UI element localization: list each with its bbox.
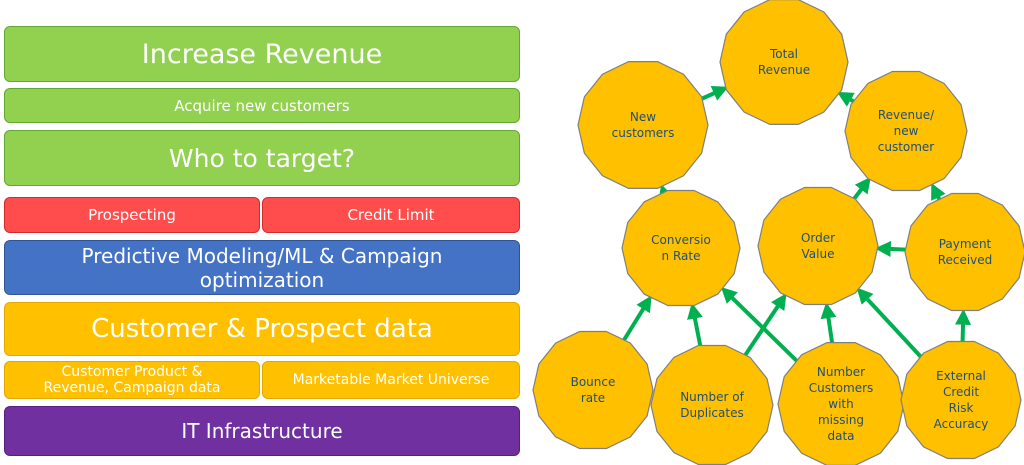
customer-prospect-data-layer: Customer & Prospect data [4, 302, 520, 356]
payment-received-label-line-2: Received [938, 253, 993, 267]
arrow-payment-received-to-order-value [874, 240, 910, 257]
arrow-number-of-duplicates-to-conversion-rate [687, 302, 703, 350]
arrow-number-customers-missing-data-to-conversion-rate [720, 286, 801, 365]
external-credit-risk-accuracy-label-line-2: Credit [943, 385, 979, 399]
credit-limit-layer: Credit Limit [262, 197, 520, 233]
new-customers-label-line-1: New [630, 110, 656, 124]
new-customers-label-line-2: customers [612, 126, 675, 140]
arrow-external-credit-risk-accuracy-to-order-value [856, 287, 925, 361]
external-credit-risk-accuracy-label-line-1: External [936, 369, 986, 383]
customer-product-layer: Customer Product & Revenue, Campaign dat… [4, 361, 260, 399]
new-customers-shape [577, 60, 709, 189]
number-of-duplicates-node: Number of Duplicates [650, 344, 774, 465]
predictive-modeling-line1: Predictive Modeling/ML & Campaign [81, 243, 443, 268]
number-customers-missing-data-label-line-1: Number [817, 365, 865, 379]
total-revenue-label-line-2: Revenue [758, 63, 810, 77]
total-revenue-label-line-1: Total [769, 47, 798, 61]
predictive-modeling-line2: optimization [199, 267, 325, 292]
arrow-bounce-rate-to-conversion-rate [620, 295, 652, 344]
revenue-per-new-customer-label-line-1: Revenue/ [878, 108, 935, 122]
acquire-customers-label: Acquire new customers [174, 96, 350, 115]
order-value-label-line-2: Value [802, 247, 835, 261]
customer-product-line2: Revenue, Campaign data [43, 380, 221, 396]
revenue-per-new-customer-label-line-3: customer [878, 140, 935, 154]
who-to-target-layer: Who to target? [4, 130, 520, 186]
predictive-modeling-layer: Predictive Modeling/ML & Campaign optimi… [4, 240, 520, 295]
order-value-shape [757, 186, 879, 306]
bounce-rate-node: Bounce rate [532, 330, 654, 450]
revenue-per-new-customer-node: Revenue/new customer [844, 70, 968, 192]
number-customers-missing-data-label-line-5: data [827, 429, 854, 443]
number-customers-missing-data-label-line-2: Customers [809, 381, 874, 395]
arrow-external-credit-risk-accuracy-to-payment-received [955, 308, 972, 345]
number-customers-missing-data-shape [777, 342, 905, 465]
number-customers-missing-data-label-line-3: with [828, 397, 853, 411]
bounce-rate-shape [532, 330, 654, 450]
customer-prospect-data-label: Customer & Prospect data [91, 314, 433, 344]
increase-revenue-label: Increase Revenue [141, 38, 383, 70]
marketable-universe-label: Marketable Market Universe [292, 372, 490, 388]
credit-limit-label: Credit Limit [347, 206, 435, 224]
payment-received-label-line-1: Payment [939, 237, 992, 251]
number-customers-missing-data-label-line-4: missing [818, 413, 864, 427]
marketable-universe-layer: Marketable Market Universe [262, 361, 520, 399]
customer-product-line1: Customer Product & [61, 363, 203, 380]
who-to-target-label: Who to target? [168, 143, 356, 173]
external-credit-risk-accuracy-label-line-4: Accuracy [934, 417, 989, 431]
acquire-customers-layer: Acquire new customers [4, 88, 520, 123]
increase-revenue-layer: Increase Revenue [4, 26, 520, 82]
bounce-rate-label-line-1: Bounce [571, 375, 616, 389]
revenue-per-new-customer-label-line-2: new [894, 124, 919, 138]
conversion-rate-node: Conversio n Rate [621, 189, 741, 307]
number-of-duplicates-label-line-2: Duplicates [680, 406, 743, 420]
order-value-label-line-1: Order [801, 231, 835, 245]
number-of-duplicates-shape [650, 344, 774, 465]
total-revenue-shape [719, 0, 849, 126]
prospecting-label: Prospecting [88, 206, 176, 224]
prospecting-layer: Prospecting [4, 197, 260, 233]
arrow-number-customers-missing-data-to-order-value [820, 302, 837, 346]
conversion-rate-label-line-1: Conversio [651, 233, 711, 247]
external-credit-risk-accuracy-shape [900, 340, 1022, 460]
bounce-rate-label-line-2: rate [581, 391, 605, 405]
it-infrastructure-label: IT Infrastructure [181, 419, 343, 443]
revenue-per-new-customer-shape [844, 70, 968, 192]
conversion-rate-shape [621, 189, 741, 307]
payment-received-shape [904, 192, 1024, 312]
number-of-duplicates-label-line-1: Number of [680, 390, 744, 404]
conversion-rate-label-line-2: n Rate [662, 249, 701, 263]
new-customers-node: New customers [577, 60, 709, 189]
it-infrastructure-layer: IT Infrastructure [4, 406, 520, 456]
external-credit-risk-accuracy-label-line-3: Risk [949, 401, 974, 415]
